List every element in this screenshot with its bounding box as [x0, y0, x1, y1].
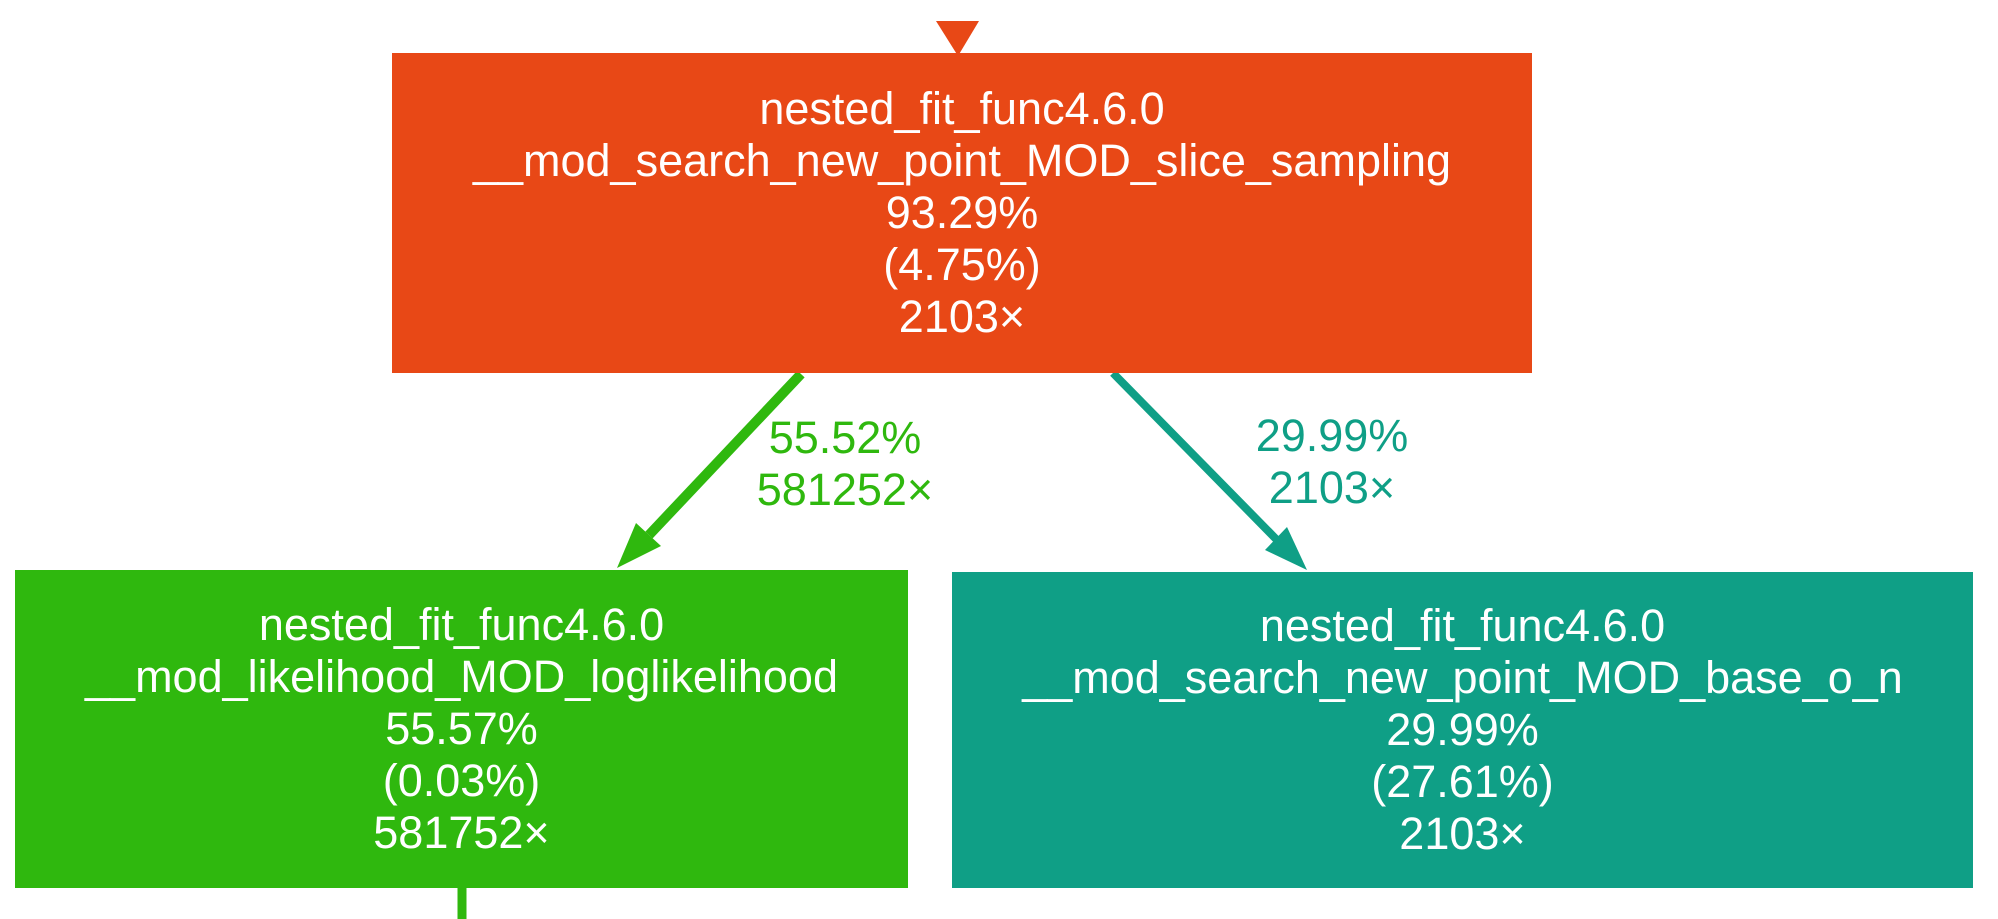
edge-percent: 55.52% [768, 412, 922, 463]
node-function-label: __mod_search_new_point_MOD_base_o_n [1022, 652, 1903, 703]
node-call-count: 581752× [373, 807, 550, 858]
node-self-percent: (4.75%) [883, 239, 1041, 290]
node-module-label: nested_fit_func4.6.0 [759, 83, 1165, 134]
node-call-count: 2103× [1399, 808, 1526, 859]
node-function-label: __mod_likelihood_MOD_loglikelihood [85, 651, 838, 702]
edge-call-count: 2103× [1268, 462, 1396, 513]
node-total-percent: 29.99% [1386, 704, 1539, 755]
edge-label-base-o-n: 29.99% 2103× [1200, 410, 1464, 514]
node-module-label: nested_fit_func4.6.0 [258, 599, 665, 650]
incoming-edge-arrowhead [936, 21, 979, 56]
node-slice-sampling: nested_fit_func4.6.0 __mod_search_new_po… [392, 53, 1532, 373]
node-total-percent: 55.57% [385, 703, 538, 754]
edge-percent: 29.99% [1255, 410, 1409, 461]
edge-to-base-o-n-arrowhead [1265, 527, 1307, 570]
node-self-percent: (0.03%) [382, 755, 541, 806]
edge-label-loglikelihood: 55.52% 581252× [713, 412, 977, 516]
node-loglikelihood: nested_fit_func4.6.0 __mod_likelihood_MO… [15, 570, 908, 888]
edge-to-loglikelihood [645, 370, 805, 539]
node-total-percent: 93.29% [885, 187, 1039, 238]
edge-call-count: 581252× [756, 464, 934, 515]
node-self-percent: (27.61%) [1371, 756, 1554, 807]
node-function-label: __mod_search_new_point_MOD_slice_samplin… [472, 135, 1452, 186]
edge-to-base-o-n [1110, 370, 1279, 542]
node-module-label: nested_fit_func4.6.0 [1259, 600, 1666, 651]
node-call-count: 2103× [898, 291, 1026, 342]
node-base-o-n: nested_fit_func4.6.0 __mod_search_new_po… [952, 572, 1973, 888]
edge-to-loglikelihood-arrowhead [617, 523, 661, 568]
